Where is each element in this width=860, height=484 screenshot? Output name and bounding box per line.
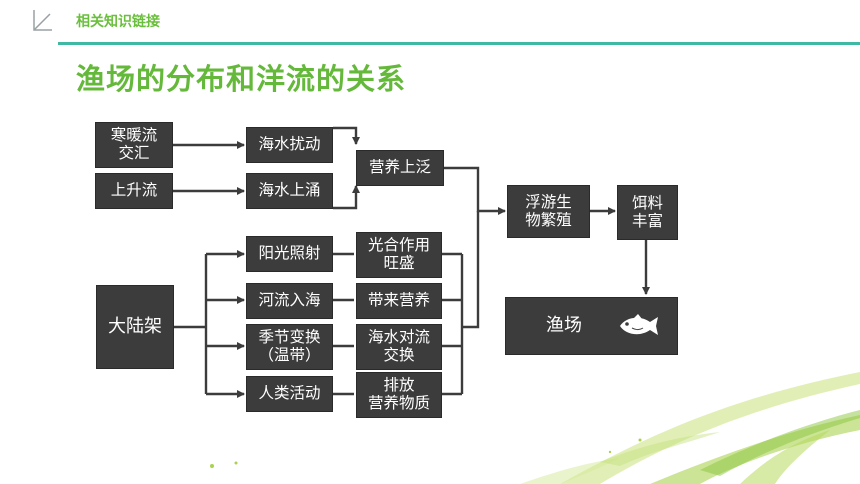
header: 相关知识链接	[0, 0, 860, 48]
arrow-stir-to-nutrients	[333, 126, 360, 145]
connector-effects-to-plankton	[462, 211, 480, 329]
node-sunlight: 阳光照射	[246, 236, 333, 272]
arrow-nutrients-to-plankton	[444, 166, 506, 215]
node-nutrients-rise: 营养上泛	[356, 150, 444, 186]
node-season-change: 季节变换 （温带）	[246, 324, 333, 370]
arrow-rise-to-nutrients	[333, 185, 360, 210]
corner-arrow-icon	[33, 10, 52, 31]
node-seawater-rise: 海水上涌	[246, 173, 333, 209]
section-label: 相关知识链接	[76, 14, 160, 30]
node-continental-shelf: 大陆架	[96, 285, 174, 369]
node-seawater-stir: 海水扰动	[246, 127, 333, 163]
node-upwelling: 上升流	[95, 173, 173, 209]
node-river-into-sea: 河流入海	[246, 283, 333, 319]
node-bait-abundant: 饵料 丰富	[617, 185, 678, 240]
fishery-label: 渔场	[546, 314, 582, 336]
node-fishery: 渔场	[505, 297, 678, 355]
node-seawater-exchange: 海水对流 交换	[356, 324, 442, 370]
node-bring-nutrients: 带来营养	[356, 283, 442, 319]
node-human-activity: 人类活动	[246, 376, 333, 412]
node-nutrient-emission: 排放 营养物质	[356, 372, 442, 418]
fish-icon	[620, 314, 658, 335]
page-title: 渔场的分布和洋流的关系	[76, 62, 407, 96]
node-photosynthesis: 光合作用 旺盛	[356, 232, 442, 278]
header-divider	[58, 42, 860, 45]
node-plankton-breeding: 浮游生 物繁殖	[507, 185, 590, 238]
node-warm-cold-convergence: 寒暖流 交汇	[95, 122, 173, 168]
